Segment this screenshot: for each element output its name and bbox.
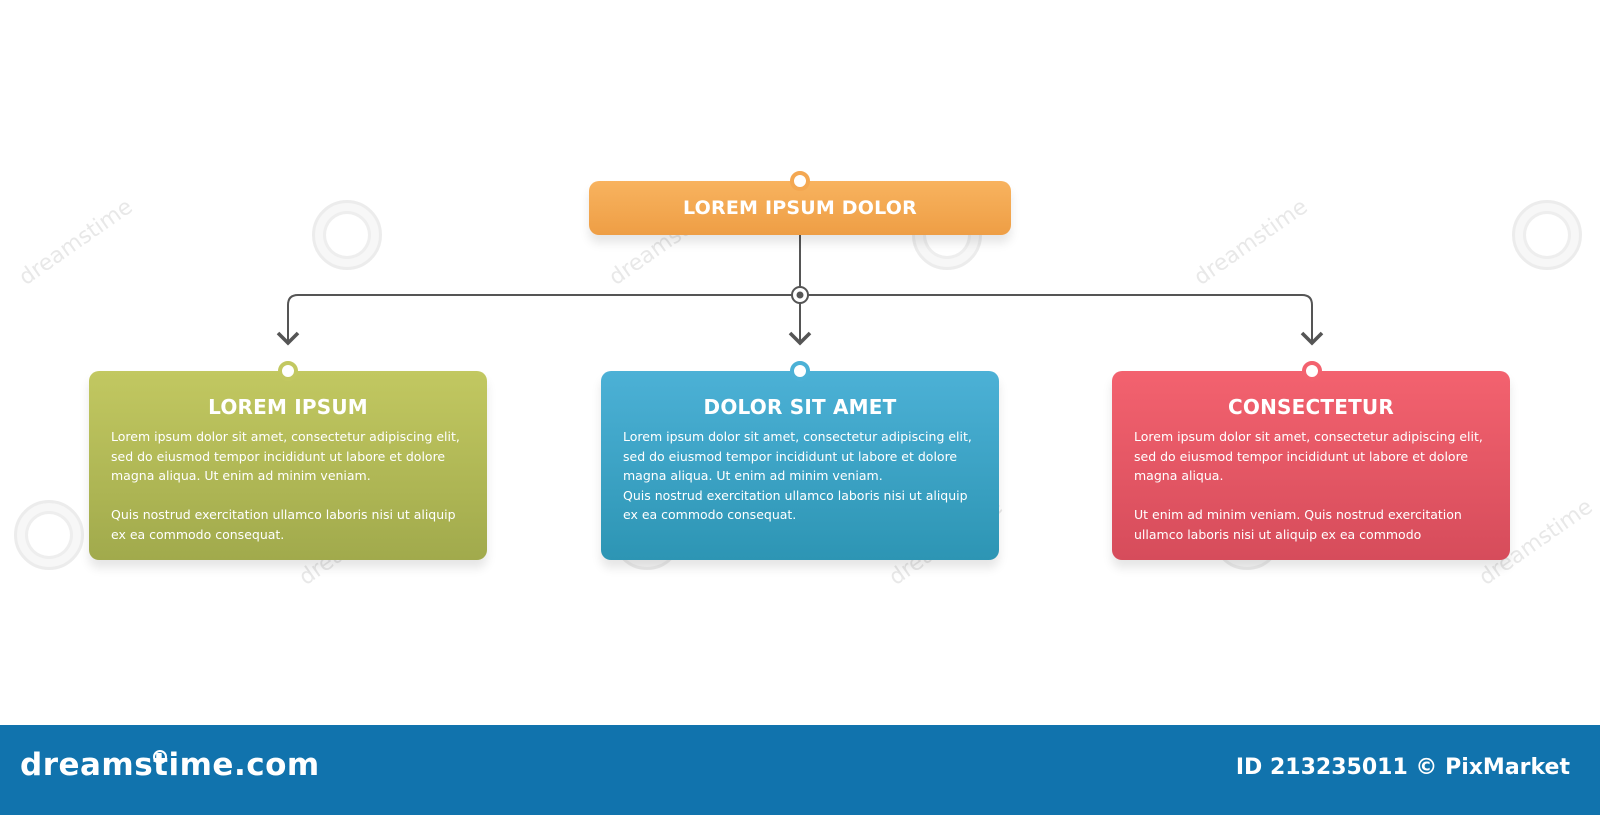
child-node-title: LOREM IPSUM (208, 395, 368, 419)
child-node-body: Lorem ipsum dolor sit amet, consectetur … (111, 427, 465, 544)
stock-id-label: ID 213235011 © PixMarket (1235, 755, 1570, 780)
footer-banner: dreamstime.com ID 213235011 © PixMarket (0, 725, 1600, 815)
child-node-paragraph: Lorem ipsum dolor sit amet, consectetur … (1134, 429, 1483, 483)
connector-lines (276, 235, 1324, 346)
child-node-title: DOLOR SIT AMET (703, 395, 897, 419)
child-node-paragraph: Lorem ipsum dolor sit amet, consectetur … (623, 429, 972, 483)
child-node-middle: DOLOR SIT AMET Lorem ipsum dolor sit ame… (601, 371, 999, 560)
diagram-canvas: dreamstime dreamstime dreamstime dreamst… (14, 171, 1597, 591)
child-node-paragraph: Quis nostrud exercitation ullamco labori… (623, 487, 968, 523)
connector-left-branch (276, 294, 793, 346)
child-node-title: CONSECTETUR (1228, 395, 1394, 419)
child-node-right-pin (1302, 361, 1322, 381)
junction-node-dot (796, 291, 804, 299)
child-node-left-pin (278, 361, 298, 381)
child-node-paragraph: Lorem ipsum dolor sit amet, consectetur … (111, 429, 460, 483)
root-node-label: LOREM IPSUM DOLOR (683, 197, 917, 219)
connector-right-branch (807, 294, 1324, 346)
brand-logo-text[interactable]: dreamstime.com (20, 747, 320, 783)
child-node-body: Lorem ipsum dolor sit amet, consectetur … (1134, 427, 1488, 544)
child-node-middle-pin (790, 361, 810, 381)
brand-swirl-icon (153, 750, 167, 764)
child-node-paragraph: Ut enim ad minim veniam. Quis nostrud ex… (1134, 507, 1462, 542)
child-node-right: CONSECTETUR Lorem ipsum dolor sit amet, … (1112, 371, 1510, 560)
child-node-left: LOREM IPSUM Lorem ipsum dolor sit amet, … (89, 371, 487, 560)
child-node-body: Lorem ipsum dolor sit amet, consectetur … (623, 427, 977, 525)
child-node-paragraph: Quis nostrud exercitation ullamco labori… (111, 507, 456, 542)
root-node-pin (790, 171, 810, 191)
